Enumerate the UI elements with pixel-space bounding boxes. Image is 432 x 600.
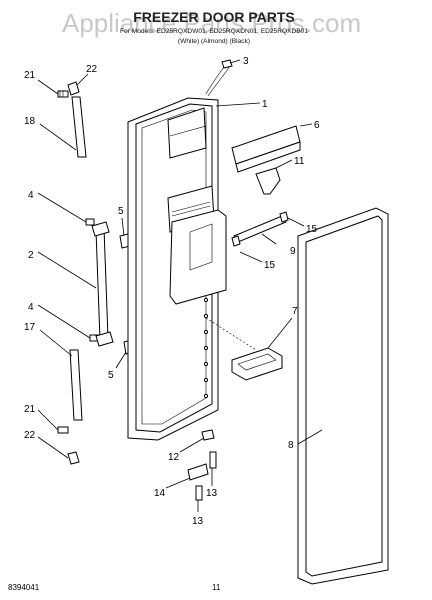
callout-21-upper: 21 xyxy=(24,70,36,81)
callout-21-lower: 21 xyxy=(24,404,36,415)
freezer-door-assembly xyxy=(127,97,227,441)
callout-17: 17 xyxy=(24,322,36,333)
hinge-cap-lower xyxy=(37,436,80,465)
models-line: For Models: ED25RQXDW01, ED25RQXDN01, ED… xyxy=(120,28,308,35)
callout-18: 18 xyxy=(24,116,36,127)
callout-12: 12 xyxy=(168,452,180,463)
callout-22-lower: 22 xyxy=(24,430,36,441)
callout-labels: 1 2 3 4 4 5 5 6 7 8 9 11 12 13 13 14 15 … xyxy=(24,56,320,527)
callout-11: 11 xyxy=(294,156,305,167)
callout-22-upper: 22 xyxy=(86,64,98,75)
door-gasket xyxy=(297,207,389,585)
lower-hinge-pin-upper xyxy=(209,451,217,486)
callout-4-lower: 4 xyxy=(28,302,34,313)
callout-2: 2 xyxy=(28,250,34,261)
handle-trim-upper xyxy=(39,96,87,158)
door-handle xyxy=(37,221,114,347)
drip-tray xyxy=(205,317,293,381)
callout-15-upper: 15 xyxy=(306,224,318,235)
lower-hinge-pin-lower xyxy=(195,485,203,512)
callout-15-lower: 15 xyxy=(264,260,276,271)
page-number: 11 xyxy=(212,583,221,592)
callout-5-upper: 5 xyxy=(118,206,124,217)
callout-5-lower: 5 xyxy=(108,370,114,381)
handle-trim-lower xyxy=(39,329,83,421)
wire-harness xyxy=(205,59,241,97)
screw-upper xyxy=(37,192,95,226)
leader-1 xyxy=(215,102,261,107)
page-title: FREEZER DOOR PARTS xyxy=(133,9,295,25)
watermark-text: Appliance Parts Pros.com xyxy=(62,8,361,38)
callout-13-lower: 13 xyxy=(192,516,204,527)
callout-14: 14 xyxy=(154,488,166,499)
colors-line: (White) (Almond) (Black) xyxy=(178,38,250,45)
callout-4-upper: 4 xyxy=(28,190,34,201)
document-number: 8394041 xyxy=(8,583,40,592)
callout-3: 3 xyxy=(243,56,249,67)
dispenser-trim-strip xyxy=(231,211,305,263)
door-shelf-bin xyxy=(231,123,313,173)
hinge-screw-lower xyxy=(37,409,69,434)
lower-hinge-bracket xyxy=(165,463,209,489)
callout-9: 9 xyxy=(290,246,296,257)
callout-13-upper: 13 xyxy=(206,488,218,499)
callout-6: 6 xyxy=(314,120,320,131)
callout-8: 8 xyxy=(288,440,294,451)
hinge-cap-upper xyxy=(67,73,89,96)
callout-1: 1 xyxy=(262,99,268,110)
ice-chute-funnel xyxy=(255,159,293,195)
callout-7: 7 xyxy=(292,306,298,317)
hinge-screw-upper xyxy=(37,79,69,98)
lower-hinge-bushing xyxy=(179,429,215,453)
door-side-holes xyxy=(203,297,209,399)
